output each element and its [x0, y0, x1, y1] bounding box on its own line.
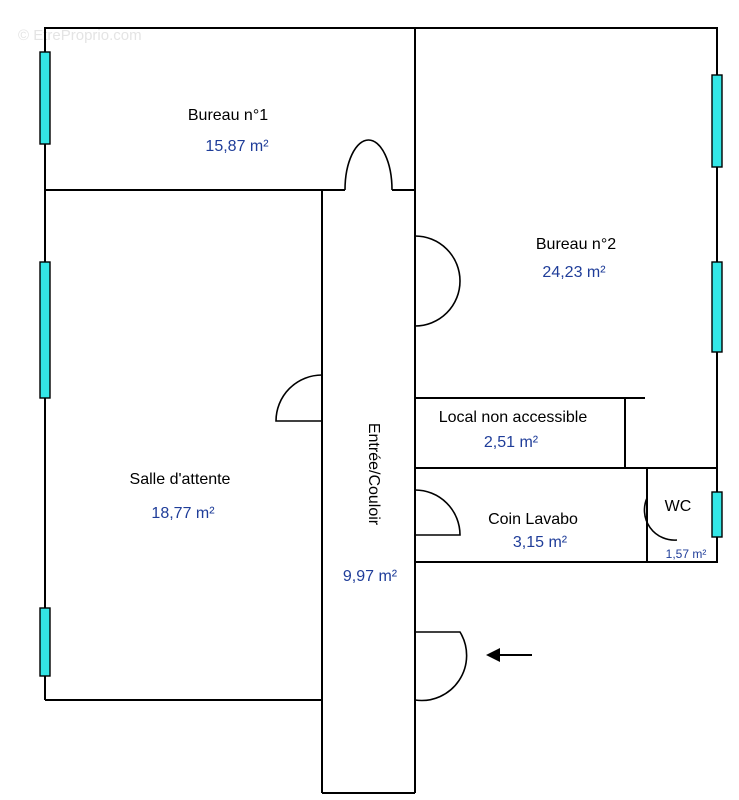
door-bureau2: [414, 235, 461, 327]
room-area-bureau2: 24,23 m²: [542, 264, 606, 281]
door-entrance: [414, 631, 468, 702]
room-name-couloir: Entrée/Couloir: [365, 423, 382, 526]
window-bureau2-top: [711, 74, 723, 168]
room-name-bureau2: Bureau n°2: [536, 236, 616, 253]
room-area-couloir: 9,97 m²: [343, 568, 398, 585]
room-name-salle: Salle d'attente: [130, 471, 231, 488]
watermark: © EtreProprio.com: [18, 27, 142, 44]
windows: [39, 51, 723, 677]
room-name-lavabo: Coin Lavabo: [488, 511, 578, 528]
room-name-wc: WC: [665, 498, 692, 515]
window-salle-top: [39, 261, 51, 399]
room-area-bureau1: 15,87 m²: [205, 138, 269, 155]
room-area-salle: 18,77 m²: [151, 505, 215, 522]
doors: [275, 139, 678, 702]
arrow-left-icon: [486, 648, 532, 662]
door-bureau1: [344, 139, 393, 191]
window-salle-bottom: [39, 607, 51, 677]
window-wc: [711, 491, 723, 538]
room-area-wc: 1,57 m²: [666, 547, 707, 561]
door-salle: [275, 374, 323, 422]
room-name-bureau1: Bureau n°1: [188, 107, 268, 124]
window-bureau1: [39, 51, 51, 145]
room-name-local: Local non accessible: [439, 409, 588, 426]
door-wc: [643, 497, 678, 541]
room-area-local: 2,51 m²: [484, 434, 539, 451]
door-lavabo: [414, 489, 461, 536]
walls: [44, 27, 718, 794]
room-area-lavabo: 3,15 m²: [513, 534, 568, 551]
window-bureau2-bottom: [711, 261, 723, 353]
